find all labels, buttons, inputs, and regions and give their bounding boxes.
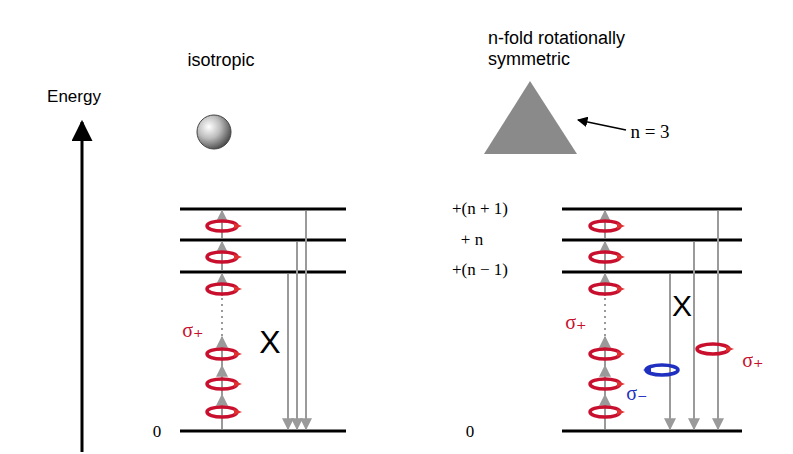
absorption-ladder — [222, 211, 718, 429]
fold-number: n = 3 — [630, 121, 669, 143]
polarization-label: σ₊ — [182, 319, 203, 342]
sphere — [197, 115, 231, 149]
triangle — [484, 81, 577, 154]
level-label: 0 — [153, 422, 162, 442]
energy-axis — [81, 122, 84, 452]
forbidden-mark: X — [259, 324, 280, 361]
level-label: +(n − 1) — [452, 260, 508, 280]
polarization-label: σ₋ — [626, 382, 647, 405]
energy-levels — [180, 209, 742, 431]
axis-label: Energy — [47, 87, 101, 107]
column-title: isotropic — [187, 50, 254, 71]
column-title: n-fold rotationally symmetric — [488, 28, 656, 69]
polarization-rings — [207, 221, 734, 417]
polarization-label: σ₊ — [565, 311, 586, 334]
level-label: 0 — [466, 422, 475, 442]
level-label: +(n + 1) — [452, 199, 508, 219]
polarization-label: σ₊ — [742, 349, 763, 372]
forbidden-mark: X — [671, 289, 693, 324]
level-label: + n — [461, 230, 483, 250]
leader-line — [578, 120, 626, 130]
